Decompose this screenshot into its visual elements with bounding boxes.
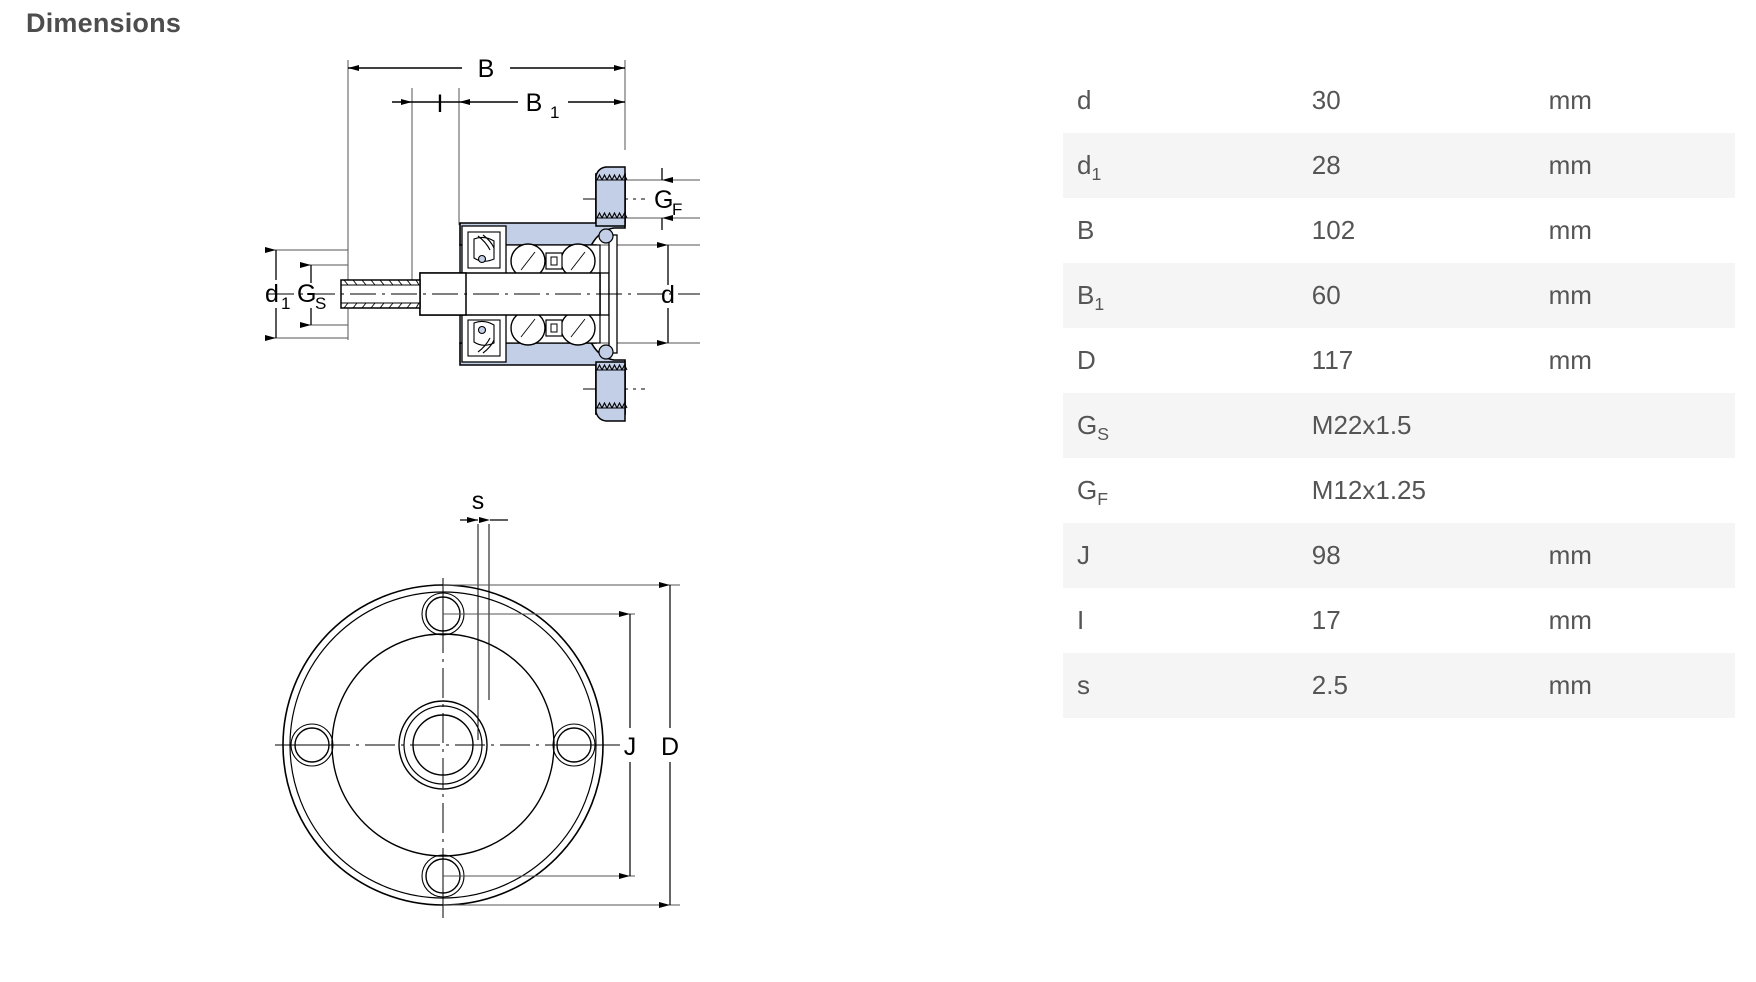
- dimension-unit: mm: [1548, 280, 1592, 310]
- callout-B: B: [478, 55, 495, 83]
- dimension-d: d: [657, 242, 675, 346]
- dimension-I: I: [392, 90, 459, 118]
- dimension-s: s: [460, 487, 508, 740]
- dimension-value: 117: [1311, 345, 1354, 375]
- technical-drawing-svg: B I B 1 G: [265, 54, 700, 918]
- dimension-unit: mm: [1548, 345, 1592, 375]
- dimension-symbol: B: [1077, 215, 1095, 245]
- callout-d1-subscript: 1: [281, 294, 290, 313]
- callout-GS: G: [297, 280, 316, 308]
- dimension-value: 17: [1311, 605, 1341, 635]
- dimension-symbol-subscript: 1: [1091, 164, 1102, 185]
- flange-front-view: s: [275, 487, 680, 918]
- table-row: I 17 mm: [1063, 588, 1735, 653]
- bearing-cross-section: B I B 1 G: [265, 54, 700, 422]
- table-row: s 2.5 mm: [1063, 653, 1735, 718]
- dimension-J: J: [443, 611, 637, 879]
- dimension-GS: G S: [297, 262, 326, 328]
- dimension-value: 102: [1311, 215, 1356, 245]
- table-row: GF M12x1.25: [1063, 458, 1735, 523]
- dimension-unit: mm: [1548, 215, 1592, 245]
- dimension-symbol: s: [1077, 670, 1090, 700]
- dimension-unit: mm: [1548, 540, 1592, 570]
- dimension-value: 30: [1311, 85, 1341, 115]
- table-row: d 30 mm: [1063, 68, 1735, 133]
- section-geometry: [268, 166, 700, 422]
- dimension-symbol-subscript: 1: [1094, 294, 1105, 315]
- dimension-symbol: J: [1077, 540, 1090, 570]
- table-row: GS M22x1.5: [1063, 393, 1735, 458]
- flange-bolt-boss-lower: [595, 361, 628, 422]
- bore-circle-outer: [398, 700, 488, 790]
- dimension-symbol-subscript: S: [1097, 424, 1110, 445]
- dimension-symbol: I: [1077, 605, 1085, 635]
- dimension-symbol: d1: [1077, 150, 1102, 185]
- dimension-value: M12x1.25: [1311, 475, 1426, 505]
- dimension-value: 2.5: [1311, 670, 1348, 700]
- dimension-value: 28: [1311, 150, 1341, 180]
- table-row: B 102 mm: [1063, 198, 1735, 263]
- callout-B1-subscript: 1: [550, 103, 559, 122]
- dimension-symbol: d: [1077, 85, 1092, 115]
- dimension-symbol: B1: [1077, 280, 1105, 315]
- callout-s: s: [472, 487, 485, 515]
- dimension-unit: [1549, 393, 1735, 458]
- dimension-unit: mm: [1548, 605, 1592, 635]
- callout-B1: B: [526, 89, 543, 117]
- callout-d: d: [661, 281, 675, 309]
- callout-GS-subscript: S: [315, 294, 326, 313]
- dimension-GF: G F: [654, 168, 682, 230]
- dimension-unit: mm: [1548, 670, 1592, 700]
- dimension-symbol: GF: [1077, 475, 1109, 510]
- table-row: B1 60 mm: [1063, 263, 1735, 328]
- dimension-D: D: [443, 582, 680, 908]
- callout-J: J: [624, 733, 637, 761]
- table-row: D 117 mm: [1063, 328, 1735, 393]
- dimension-symbol: D: [1077, 345, 1096, 375]
- dimension-value: 98: [1311, 540, 1341, 570]
- dimension-unit: mm: [1548, 150, 1592, 180]
- technical-drawing-panel: B I B 1 G: [0, 40, 900, 980]
- dimension-value: 60: [1311, 280, 1341, 310]
- dimension-symbol-subscript: F: [1097, 489, 1109, 510]
- dimension-symbol: GS: [1077, 410, 1110, 445]
- callout-I: I: [437, 90, 444, 118]
- flange-bolt-boss-upper: [595, 166, 628, 227]
- table-row: d1 28 mm: [1063, 133, 1735, 198]
- callout-GF-subscript: F: [672, 200, 682, 219]
- dimension-B1: B 1: [459, 88, 625, 122]
- callout-GF: G: [654, 186, 673, 214]
- callout-D: D: [661, 733, 679, 761]
- dimension-B: B: [348, 54, 625, 83]
- table-row: J 98 mm: [1063, 523, 1735, 588]
- dimension-unit: [1549, 458, 1735, 523]
- page-title: Dimensions: [26, 8, 182, 38]
- dimension-unit: mm: [1548, 85, 1592, 115]
- dimension-value: M22x1.5: [1311, 410, 1412, 440]
